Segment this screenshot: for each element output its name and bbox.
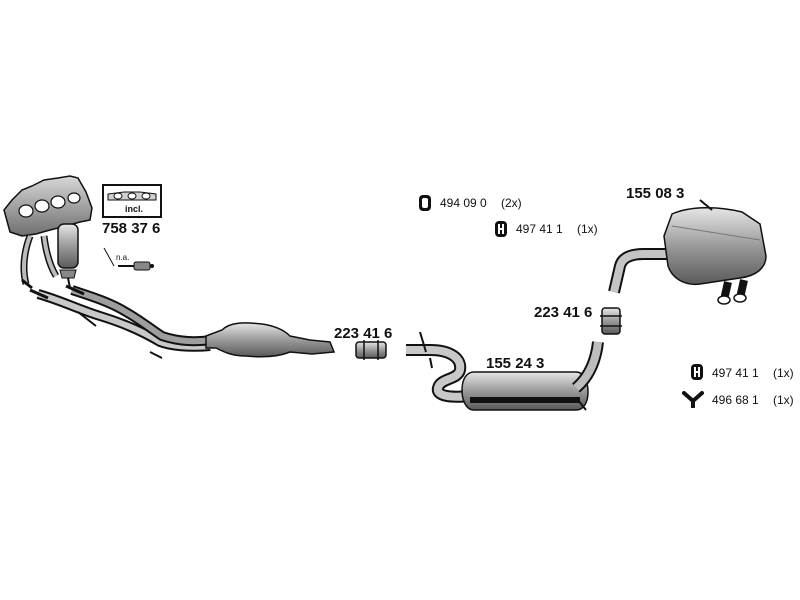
na-label: n.a. xyxy=(116,253,130,262)
hardware-qty: (1x) xyxy=(773,393,794,407)
part-number-front-clamp: 223 41 6 xyxy=(334,325,393,342)
hardware-code: 497 41 1 xyxy=(516,222,563,236)
part-number-manifold-kit: 758 37 6 xyxy=(102,220,161,237)
front-clamp xyxy=(355,340,387,360)
exhaust-manifold xyxy=(3,175,93,290)
y-hanger-icon xyxy=(682,391,704,408)
lambda-sensor xyxy=(103,247,154,271)
incl-label: incl. xyxy=(116,203,152,215)
gasket-icon xyxy=(107,191,157,201)
hardware-qty: (1x) xyxy=(577,222,598,236)
part-number-middle-silencer: 155 24 3 xyxy=(486,355,545,372)
rear-clamp xyxy=(600,307,622,335)
hardware-code: 496 68 1 xyxy=(712,393,759,407)
rear-silencer xyxy=(608,199,767,305)
catalytic-converter xyxy=(205,322,336,358)
middle-silencer xyxy=(461,341,604,411)
hardware-qty: (1x) xyxy=(773,366,794,380)
hardware-code: 497 41 1 xyxy=(712,366,759,380)
rubber-hanger-icon xyxy=(691,364,703,380)
intermediate-pipe xyxy=(406,331,471,403)
front-pipe xyxy=(29,284,213,359)
part-number-rear-clamp: 223 41 6 xyxy=(534,304,593,321)
rubber-hanger-icon xyxy=(495,221,507,237)
rubber-mount-icon xyxy=(419,195,431,211)
included-parts-box: incl. xyxy=(102,184,162,218)
manifold-catalytic-converter xyxy=(57,223,79,289)
hardware-qty: (2x) xyxy=(501,196,522,210)
hardware-code: 494 09 0 xyxy=(440,196,487,210)
part-number-rear-silencer: 155 08 3 xyxy=(626,185,685,202)
